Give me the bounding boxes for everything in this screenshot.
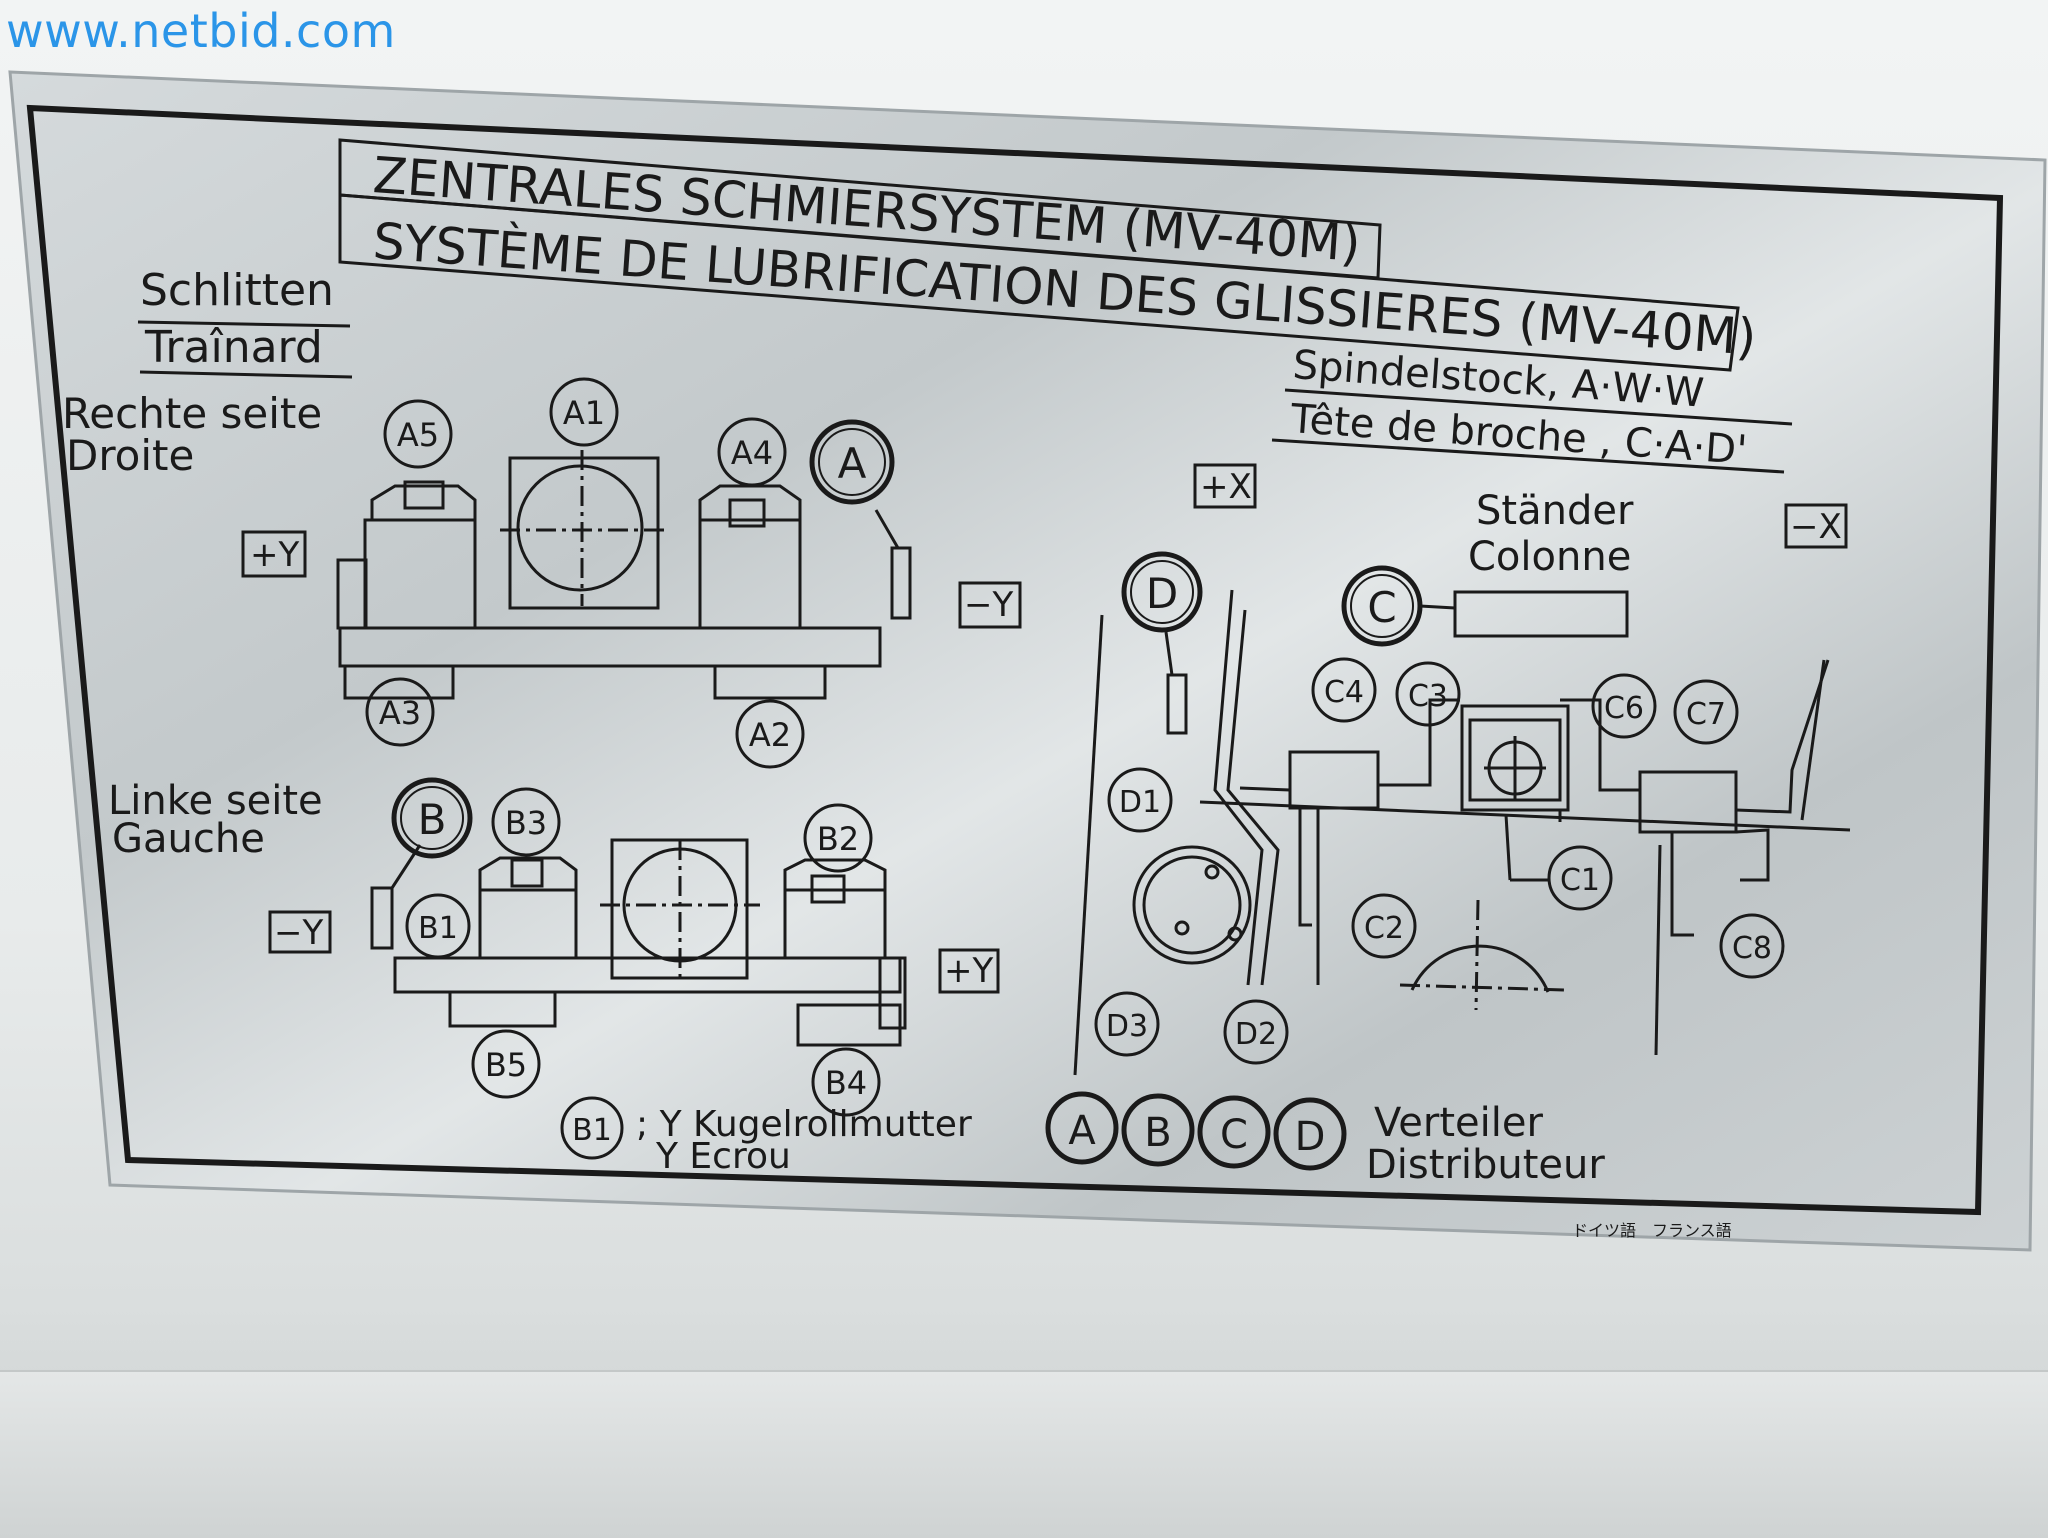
- label-c1: C1: [1547, 845, 1613, 911]
- metal-plate: [8, 70, 2047, 1252]
- svg-text:C3: C3: [1408, 679, 1448, 714]
- spindle-diagram: [1073, 589, 1851, 1076]
- language-note: ドイツ語 フランス語: [1572, 1222, 1732, 1240]
- label-b1: B1: [405, 893, 471, 959]
- svg-text:C2: C2: [1364, 911, 1404, 946]
- label-a1: A1: [549, 377, 619, 447]
- svg-text:A4: A4: [731, 434, 773, 472]
- label-b3: B3: [491, 787, 561, 857]
- svg-text:C7: C7: [1686, 697, 1726, 732]
- label-a5: A5: [383, 399, 453, 469]
- label-b: B: [391, 777, 473, 859]
- legend-dist-d: D: [1273, 1097, 1347, 1171]
- svg-text:D3: D3: [1106, 1009, 1148, 1044]
- label-a2: A2: [735, 699, 805, 769]
- svg-text:C8: C8: [1732, 931, 1772, 966]
- right-side-diagram: [336, 450, 912, 700]
- svg-text:B3: B3: [505, 804, 547, 842]
- legend-b1-de: ; Y Kugelrollmutter: [636, 1104, 972, 1145]
- watermark: www.netbid.com: [6, 4, 396, 58]
- svg-text:B: B: [418, 795, 447, 844]
- floor-area: [0, 1370, 2048, 1538]
- label-b2: B2: [803, 803, 873, 873]
- svg-text:D2: D2: [1235, 1017, 1277, 1052]
- label-d1: D1: [1107, 767, 1173, 833]
- underline-2: [139, 370, 353, 379]
- svg-text:A2: A2: [749, 716, 791, 754]
- label-a4: A4: [717, 417, 787, 487]
- heading-trainard: Traînard: [144, 322, 323, 373]
- column-fr: Colonne: [1468, 534, 1631, 580]
- label-c4: C4: [1311, 657, 1377, 723]
- plate-border: [26, 104, 2004, 1216]
- svg-text:B1: B1: [418, 911, 458, 946]
- svg-text:A: A: [838, 439, 867, 488]
- plus-y-top: +Y: [250, 535, 299, 575]
- minus-x: −X: [1790, 507, 1842, 547]
- svg-text:C1: C1: [1560, 863, 1600, 898]
- legend-dist-a: A: [1045, 1091, 1119, 1165]
- svg-text:D1: D1: [1119, 785, 1161, 820]
- heading-schlitten: Schlitten: [140, 265, 334, 316]
- svg-text:C4: C4: [1324, 675, 1364, 710]
- svg-text:A5: A5: [397, 416, 439, 454]
- label-c3: C3: [1395, 661, 1461, 727]
- legend-dist-fr: Distributeur: [1366, 1142, 1605, 1188]
- label-d2: D2: [1223, 999, 1289, 1065]
- label-c6: C6: [1591, 673, 1657, 739]
- label-a3: A3: [365, 677, 435, 747]
- svg-text:D: D: [1295, 1114, 1326, 1160]
- plus-y-bottom: +Y: [944, 951, 993, 991]
- label-a: A: [809, 419, 895, 505]
- right-side-de: Rechte seite: [62, 389, 322, 438]
- left-side-de: Linke seite: [108, 778, 323, 824]
- svg-text:B: B: [1144, 1110, 1171, 1156]
- svg-text:B4: B4: [825, 1064, 867, 1102]
- plus-y-box-top: [241, 530, 307, 578]
- legend-dist-de: Verteiler: [1374, 1100, 1543, 1146]
- svg-text:B5: B5: [485, 1046, 527, 1084]
- label-b4: B4: [811, 1047, 881, 1117]
- underline-3: [1284, 388, 1793, 426]
- plus-y-box-bottom: [938, 948, 1000, 994]
- minus-y-bottom: −Y: [274, 913, 323, 953]
- left-side-fr: Gauche: [112, 816, 265, 862]
- right-side-fr: Droite: [66, 431, 194, 480]
- svg-text:B2: B2: [817, 820, 859, 858]
- minus-x-box: [1784, 503, 1848, 549]
- label-d: D: [1121, 551, 1203, 633]
- title-box-2: [338, 193, 1740, 372]
- svg-text:B1: B1: [572, 1113, 612, 1148]
- svg-text:A1: A1: [563, 394, 605, 432]
- column-de: Ständer: [1476, 488, 1634, 534]
- legend-b1-key: B1: [560, 1096, 624, 1160]
- label-c8: C8: [1719, 913, 1785, 979]
- svg-text:D: D: [1146, 569, 1178, 618]
- svg-text:C: C: [1220, 1112, 1248, 1158]
- label-c7: C7: [1673, 679, 1739, 745]
- underline-1: [137, 320, 351, 328]
- minus-y-top: −Y: [964, 585, 1013, 625]
- legend-dist-b: B: [1121, 1093, 1195, 1167]
- legend-b1-fr: Y Ecrou: [655, 1136, 791, 1177]
- label-d3: D3: [1094, 991, 1160, 1057]
- svg-text:C: C: [1367, 583, 1396, 632]
- left-side-diagram: [370, 838, 907, 1047]
- svg-text:A3: A3: [379, 694, 421, 732]
- label-c2: C2: [1351, 893, 1417, 959]
- plus-x: +X: [1200, 467, 1252, 507]
- legend-dist-c: C: [1197, 1095, 1271, 1169]
- plus-x-box: [1193, 463, 1257, 509]
- svg-text:C6: C6: [1604, 691, 1644, 726]
- underline-4: [1271, 438, 1785, 474]
- svg-text:A: A: [1068, 1108, 1096, 1154]
- label-b5: B5: [471, 1029, 541, 1099]
- minus-y-box-bottom: [268, 910, 332, 954]
- minus-y-box-top: [958, 581, 1022, 629]
